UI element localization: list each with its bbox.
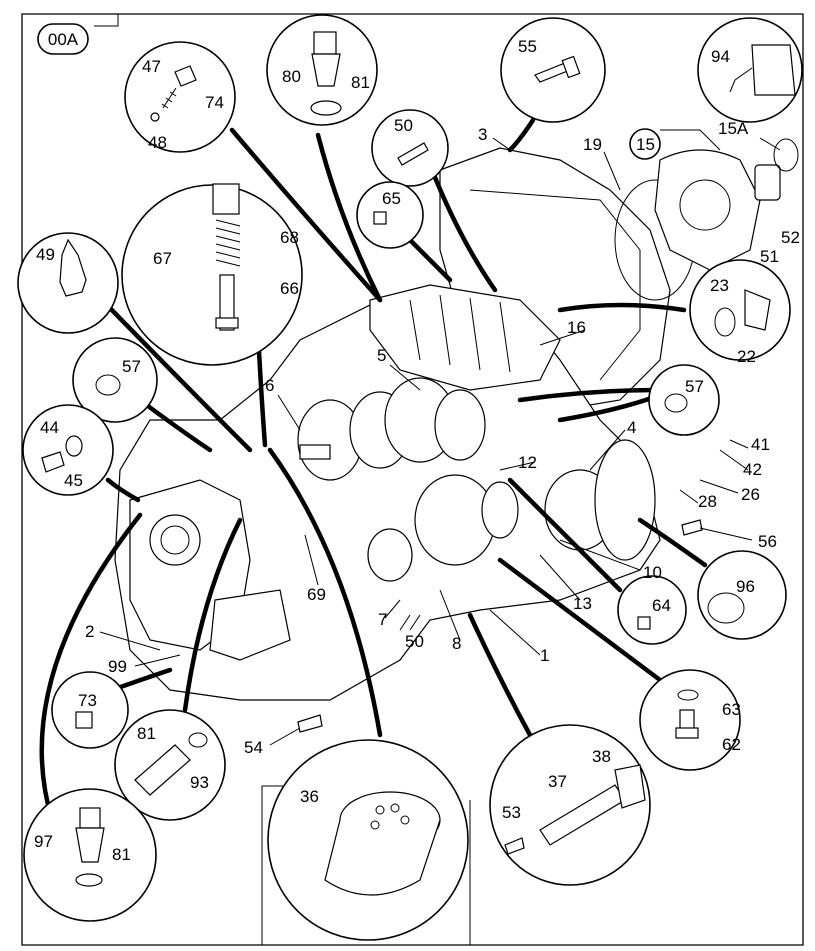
callout-28: 28 <box>698 492 717 511</box>
callout-26: 26 <box>741 485 760 504</box>
detail-circle-23-22 <box>689 259 791 361</box>
callout-7: 7 <box>378 610 387 629</box>
detail-circle-73 <box>51 671 129 749</box>
callout-8: 8 <box>452 634 461 653</box>
detail-circle-81-93 <box>114 709 226 821</box>
detail-circle-50 <box>371 109 449 187</box>
detail-circle-55 <box>500 17 606 123</box>
detail-circle-96 <box>697 550 787 640</box>
callout-50-top: 50 <box>394 116 413 135</box>
callout-5: 5 <box>377 346 386 365</box>
callout-41: 41 <box>751 435 770 454</box>
callout-97: 97 <box>34 832 53 851</box>
callout-16: 16 <box>567 318 586 337</box>
callout-52: 52 <box>781 228 800 247</box>
callout-73: 73 <box>78 691 97 710</box>
callout-37: 37 <box>548 772 567 791</box>
detail-circle-68-67-66 <box>121 183 303 366</box>
callout-6: 6 <box>265 376 274 395</box>
callout-93: 93 <box>190 773 209 792</box>
callout-labels: 94 55 80 81 47 74 48 3 19 15 15A 50 65 6… <box>34 37 800 864</box>
detail-circle-64 <box>617 575 687 645</box>
callout-81-top: 81 <box>351 73 370 92</box>
label-leaders <box>99 129 781 746</box>
callout-48: 48 <box>148 133 167 152</box>
callout-10: 10 <box>643 563 662 582</box>
detail-circle-94 <box>697 17 803 123</box>
callout-56: 56 <box>758 532 777 551</box>
callout-15: 15 <box>636 135 655 154</box>
callout-2: 2 <box>85 622 94 641</box>
callout-15A: 15A <box>718 119 749 138</box>
callout-45: 45 <box>64 471 83 490</box>
callout-23: 23 <box>710 276 729 295</box>
callout-47: 47 <box>142 57 161 76</box>
detail-circle-49 <box>17 232 119 334</box>
callout-74: 74 <box>205 93 224 112</box>
callout-36: 36 <box>300 787 319 806</box>
callout-57-left: 57 <box>122 357 141 376</box>
detail-circle-57-upper <box>72 337 158 423</box>
callout-38: 38 <box>592 747 611 766</box>
callout-81-mid: 81 <box>137 724 156 743</box>
callout-4: 4 <box>627 418 636 437</box>
shaft-5 <box>384 377 486 463</box>
callout-67: 67 <box>153 249 172 268</box>
callout-3: 3 <box>478 125 487 144</box>
detail-circle-57-lower <box>648 364 720 436</box>
section-badge-label: 00A <box>48 30 79 49</box>
callout-44: 44 <box>40 418 59 437</box>
detail-circle-47-74-48 <box>124 41 236 153</box>
detail-circle-38-37-53 <box>489 724 651 886</box>
callout-94: 94 <box>711 47 730 66</box>
transmission-assembly <box>114 138 799 733</box>
callout-22: 22 <box>737 347 756 366</box>
shaft-8 <box>367 474 519 582</box>
callout-99: 99 <box>108 657 127 676</box>
section-badge: 00A <box>37 23 89 55</box>
callout-63: 63 <box>722 700 741 719</box>
callout-50-bottom: 50 <box>405 632 424 651</box>
frame-step-line <box>94 14 119 27</box>
callout-68: 68 <box>280 228 299 247</box>
detail-circle-63-62 <box>639 669 741 771</box>
detail-circle-97-81 <box>23 788 157 922</box>
callout-53: 53 <box>502 803 521 822</box>
callout-55: 55 <box>518 37 537 56</box>
callout-19: 19 <box>583 135 602 154</box>
detail-circle-65 <box>356 181 424 249</box>
callout-96: 96 <box>736 577 755 596</box>
callout-13: 13 <box>573 594 592 613</box>
callout-62: 62 <box>722 735 741 754</box>
detail-circle-44-45 <box>22 404 114 496</box>
callout-54: 54 <box>244 738 263 757</box>
detail-circle-80-81 <box>266 14 378 126</box>
callout-42: 42 <box>743 460 762 479</box>
callout-12: 12 <box>518 453 537 472</box>
callout-15-circle <box>629 128 661 160</box>
callout-66: 66 <box>280 279 299 298</box>
callout-64: 64 <box>652 596 671 615</box>
callout-1: 1 <box>540 646 549 665</box>
callout-65: 65 <box>382 189 401 208</box>
callout-49: 49 <box>36 245 55 264</box>
callout-57-right: 57 <box>685 377 704 396</box>
detail-circle-36 <box>267 739 469 941</box>
callout-81-bottom: 81 <box>112 845 131 864</box>
callout-80: 80 <box>282 67 301 86</box>
callout-69: 69 <box>307 585 326 604</box>
callout-51: 51 <box>760 247 779 266</box>
